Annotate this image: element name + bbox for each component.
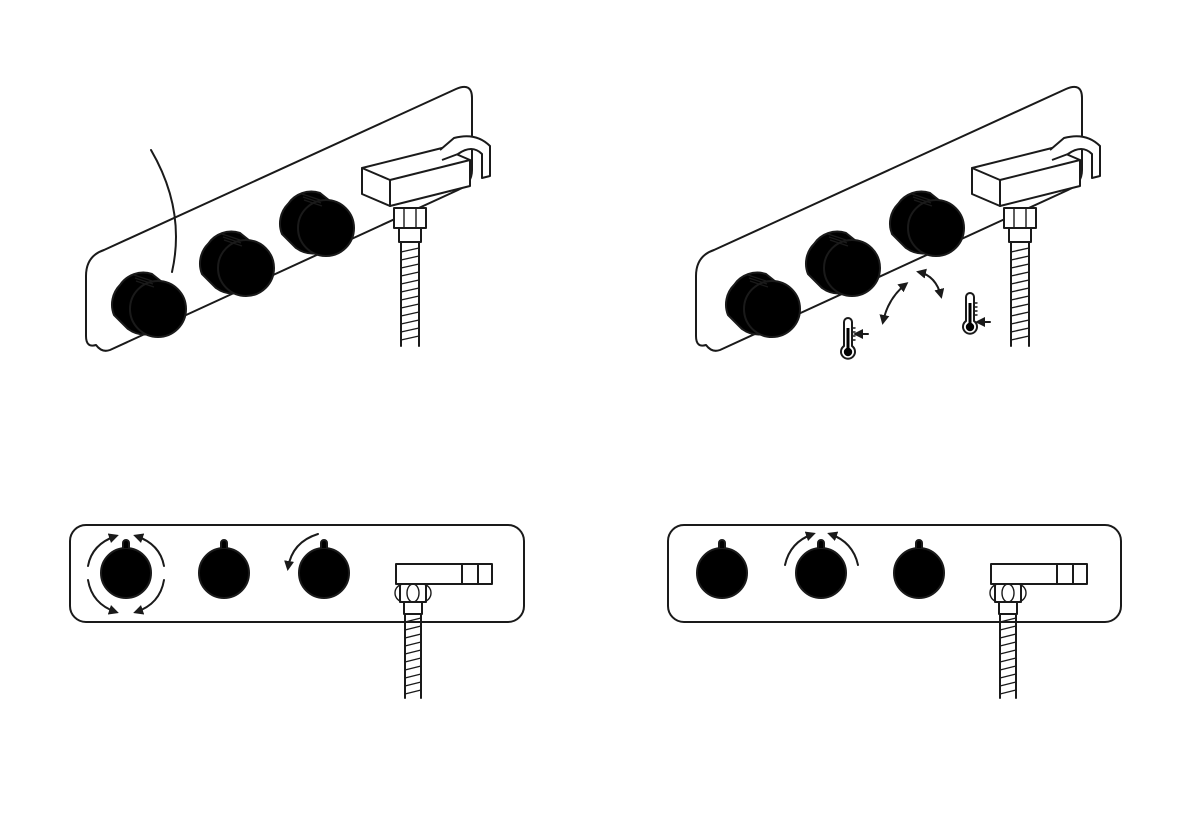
hot-thermometer-icon <box>841 318 855 359</box>
panel-2-rotate-arrow-hot <box>883 284 906 322</box>
panel-3-hose <box>395 564 492 698</box>
panel-3-front <box>70 525 524 698</box>
panel-1-perspective <box>86 87 490 351</box>
panel-2-hose <box>1004 208 1036 346</box>
panel-1-hose <box>394 208 426 346</box>
panel-4-hose <box>990 564 1087 698</box>
panel-4-front <box>668 525 1121 698</box>
cold-thermometer-icon <box>963 293 977 334</box>
panel-2-rotate-arrow-cold <box>919 272 941 296</box>
panel-2-perspective <box>696 87 1100 359</box>
